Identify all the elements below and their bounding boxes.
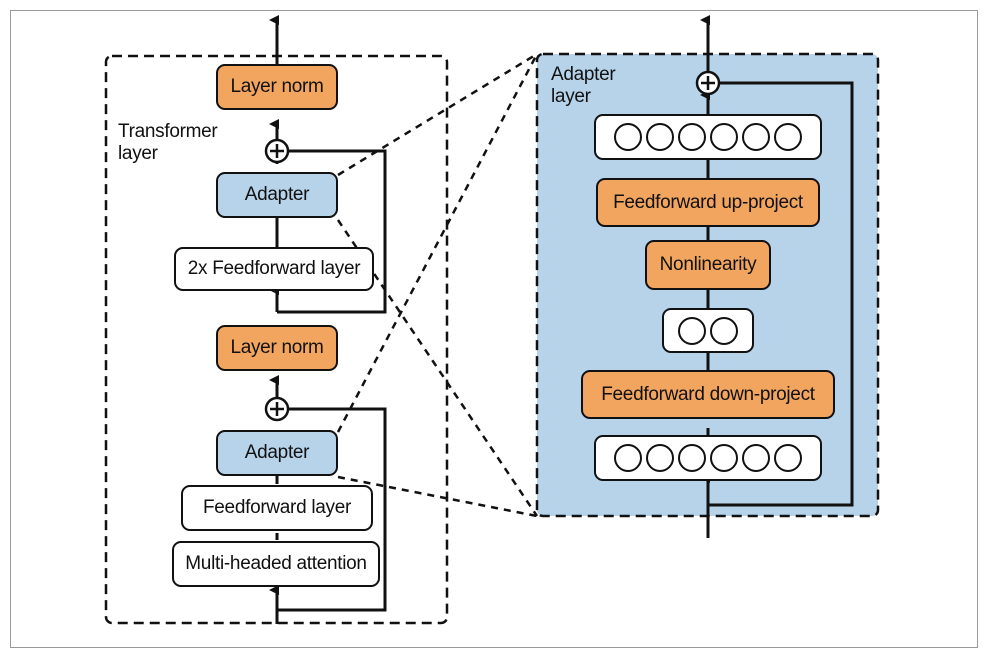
- figure-frame: [10, 10, 978, 648]
- nonlinearity: Nonlinearity: [645, 240, 771, 290]
- neuron: [614, 444, 642, 472]
- layer-norm-middle: Layer norm: [216, 325, 338, 371]
- neuron: [742, 123, 770, 151]
- feedforward-down-project: Feedforward down-project: [581, 370, 835, 419]
- adapter-bottom: Adapter: [216, 430, 338, 476]
- neuron: [678, 444, 706, 472]
- neuron: [710, 444, 738, 472]
- transformer-layer-caption: Transformer layer: [118, 121, 218, 164]
- adapter-layer-caption: Adapter layer: [551, 64, 616, 107]
- neuron-group-middle: [662, 308, 754, 353]
- feedforward-2x-layer: 2x Feedforward layer: [174, 247, 374, 291]
- zoom-line: [337, 52, 538, 177]
- neuron: [774, 444, 802, 472]
- neuron: [678, 316, 706, 345]
- neuron: [710, 123, 738, 151]
- neuron-group-bottom: [594, 435, 822, 481]
- layer-norm-top: Layer norm: [216, 64, 338, 110]
- neuron: [646, 123, 674, 151]
- neuron: [710, 316, 738, 345]
- neuron: [646, 444, 674, 472]
- neuron: [774, 123, 802, 151]
- zoom-line: [336, 53, 539, 433]
- feedforward-layer: Feedforward layer: [181, 485, 373, 531]
- feedforward-up-project: Feedforward up-project: [596, 178, 820, 227]
- multi-headed-attention: Multi-headed attention: [172, 541, 380, 587]
- neuron: [678, 123, 706, 151]
- neuron-group-top: [594, 114, 822, 160]
- neuron: [614, 123, 642, 151]
- neuron: [742, 444, 770, 472]
- adapter-top: Adapter: [216, 172, 338, 218]
